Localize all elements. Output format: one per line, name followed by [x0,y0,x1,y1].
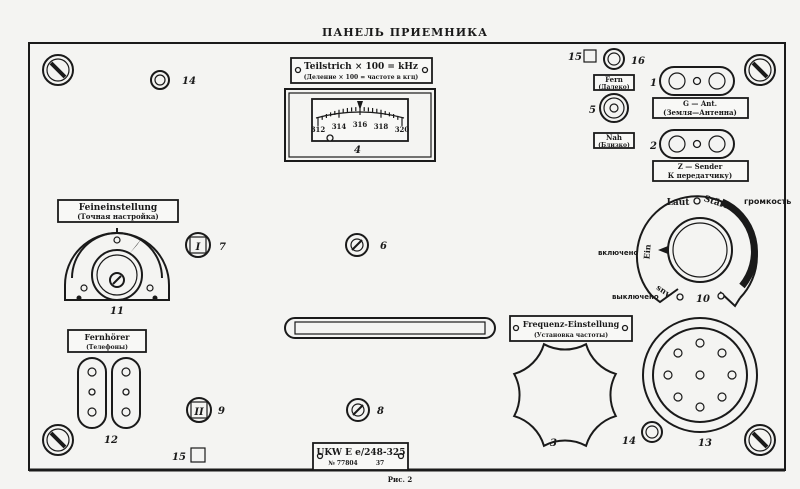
power-connector-13[interactable]: 13 [642,317,758,449]
frequency-tuning-knob-3[interactable]: 3 [512,342,618,449]
meter-plate: Teilstrich × 100 = kHz (Деление × 100 = … [290,57,433,84]
svg-text:16: 16 [631,56,645,67]
svg-text:(Установка частоты): (Установка частоты) [534,332,608,339]
svg-text:7: 7 [219,242,226,253]
svg-text:II: II [193,407,204,418]
indicator-lamp-16: 16 [603,48,645,70]
svg-text:12: 12 [104,435,118,446]
sender-terminal-2[interactable]: 2 [649,129,735,159]
antenna-plate: G — Ant. (Земля—Антенна) [652,97,749,119]
connector-pin [717,348,727,358]
fern-plate: Fern (Далеко) [593,74,635,91]
svg-text:Ein: Ein [641,244,652,260]
svg-text:320: 320 [395,125,410,134]
svg-text:3: 3 [550,438,557,449]
svg-text:Nah: Nah [606,133,622,142]
connector-pin [727,370,737,380]
corner-screw-icon [42,54,74,86]
nah-plate: Nah (Близко) [593,132,635,149]
frequency-plate: Frequenz-Einstellung (Установка частоты) [509,315,633,342]
svg-text:I: I [195,242,201,253]
connector-pin [695,402,705,412]
svg-text:1: 1 [650,78,657,89]
svg-text:№ 77804: № 77804 [328,460,357,467]
indicator-lamp-14: 14 [150,70,196,90]
connector-pin [673,348,683,358]
svg-text:14: 14 [622,436,636,447]
svg-text:6: 6 [380,241,387,252]
headphone-jacks-12[interactable]: 12 [77,357,141,446]
svg-text:316: 316 [353,120,368,129]
svg-text:15: 15 [568,52,582,63]
svg-text:Stärke: Stärke [702,193,737,214]
switch-9[interactable]: II 9 [186,397,225,423]
control-knob-8[interactable]: 8 [346,398,384,422]
fine-tuning-knob-11[interactable]: 11 [64,228,170,317]
on-label-ru: включено [598,249,639,257]
svg-text:312: 312 [311,125,326,134]
svg-text:9: 9 [218,406,225,417]
svg-text:(Точная настройка): (Точная настройка) [77,212,159,221]
antenna-terminal-1[interactable]: 1 [650,66,735,96]
corner-screw-icon [42,424,74,456]
svg-text:(Телефоны): (Телефоны) [86,344,128,351]
connector-pin [695,338,705,348]
range-switch-5[interactable]: 5 [589,93,629,123]
svg-text:UKW E e/248-325: UKW E e/248-325 [317,448,406,458]
svg-text:Teilstrich × 100 = kHz: Teilstrich × 100 = kHz [304,62,418,72]
carrying-handle[interactable] [284,317,496,339]
svg-text:2: 2 [649,141,657,152]
svg-text:10: 10 [696,294,710,305]
svg-text:318: 318 [374,122,389,131]
loudness-label-ru: громкость [744,197,791,206]
svg-text:К передатчику): К передатчику) [668,171,732,180]
marker-square-15b [190,447,206,463]
control-knob-6[interactable]: 6 [345,233,387,257]
connector-pin [695,370,705,380]
svg-text:Laut: Laut [667,198,691,208]
sender-plate: Z — Sender К передатчику) [652,160,749,182]
svg-text:14: 14 [182,76,196,87]
figure-caption: Рис. 2 [388,475,413,484]
svg-text:(Близко): (Близко) [598,142,630,149]
connector-pin [673,392,683,402]
volume-switch-10[interactable]: Laut Stärke Ein Aus громкость включено в… [598,193,791,308]
svg-text:Z — Sender: Z — Sender [678,162,723,171]
headphones-plate: Fernhörer (Телефоны) [67,329,147,353]
corner-screw-icon [744,424,776,456]
corner-screw-icon [744,54,776,86]
svg-text:Frequenz-Einstellung: Frequenz-Einstellung [523,319,620,329]
connector-pin [717,392,727,402]
svg-text:5: 5 [589,105,596,116]
svg-text:37: 37 [376,460,384,467]
svg-text:314: 314 [332,122,347,131]
svg-text:15: 15 [172,452,186,463]
marker-square-15 [583,49,597,63]
connector-pin [663,370,673,380]
type-plate: UKW E e/248-325 № 77804 37 [312,442,409,471]
svg-text:4: 4 [354,145,361,156]
svg-text:Fernhörer: Fernhörer [84,332,130,342]
fine-tuning-plate: Feineinstellung (Точная настройка) [57,199,179,223]
switch-7[interactable]: I 7 [185,232,226,258]
svg-text:(Далеко): (Далеко) [598,84,629,91]
svg-text:11: 11 [110,306,124,317]
indicator-lamp-14b: 14 [622,421,663,447]
svg-text:13: 13 [698,438,712,449]
diagram-title: ПАНЕЛЬ ПРИЕМНИКА [322,26,488,39]
frequency-meter: 312 314 316 318 320 4 [284,88,436,162]
off-label-ru: выключено [612,293,659,301]
svg-text:(Деление × 100 = частоте в кгц: (Деление × 100 = частоте в кгц) [304,74,419,81]
svg-text:G — Ant.: G — Ant. [683,99,717,108]
svg-text:Fern: Fern [605,75,623,84]
svg-text:(Земля—Антенна): (Земля—Антенна) [663,108,737,117]
svg-text:8: 8 [377,406,384,417]
svg-text:Feineinstellung: Feineinstellung [79,203,158,213]
